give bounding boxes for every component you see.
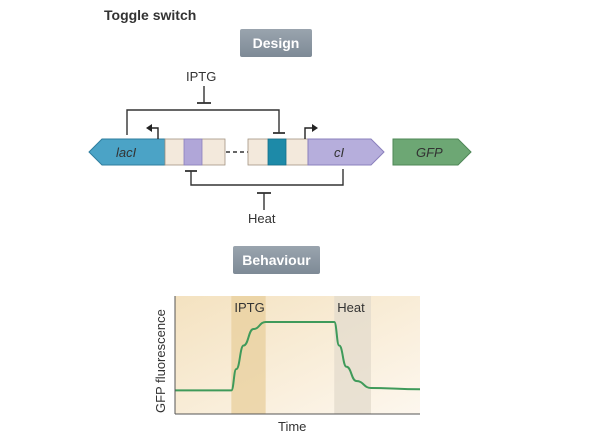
- gfp-gene-label: GFP: [416, 145, 443, 160]
- pulse-region-heat: [334, 296, 371, 414]
- pulse-label-iptg: IPTG: [234, 300, 264, 315]
- figure-title: Toggle switch: [104, 7, 197, 23]
- pulse-labels: IPTG Heat: [234, 300, 365, 315]
- ci-operator-box: [183, 138, 203, 166]
- gfp-gene-arrow: [392, 138, 472, 166]
- iptg-label: IPTG: [186, 69, 216, 84]
- laci-promoter-arrowhead: [146, 124, 152, 132]
- ci-repression-line: [190, 169, 344, 186]
- laci-promoter-arrow: [150, 127, 159, 139]
- pulse-region-iptg: [231, 296, 266, 414]
- ci-promoter-arrowhead: [312, 124, 318, 132]
- x-axis-label: Time: [278, 419, 306, 434]
- laci-gene-label: lacI: [116, 145, 137, 160]
- gfp-curve: [175, 320, 421, 392]
- y-axis-label: GFP fluorescence: [153, 309, 168, 413]
- ci-gene-arrow: [307, 138, 385, 166]
- pulse-label-heat: Heat: [337, 300, 365, 315]
- laci-repression-line: [126, 109, 280, 135]
- shaded-pulse-layer: [231, 296, 371, 414]
- plot-background: [175, 296, 420, 414]
- behaviour-badge: Behaviour: [233, 246, 320, 274]
- ci-promoter-arrow: [304, 127, 314, 139]
- design-badge: Design: [240, 29, 312, 57]
- laci-gene-arrow: [88, 138, 166, 166]
- lac-operator-box: [267, 138, 287, 166]
- heat-label: Heat: [248, 211, 276, 226]
- ci-gene-label: cI: [334, 145, 345, 160]
